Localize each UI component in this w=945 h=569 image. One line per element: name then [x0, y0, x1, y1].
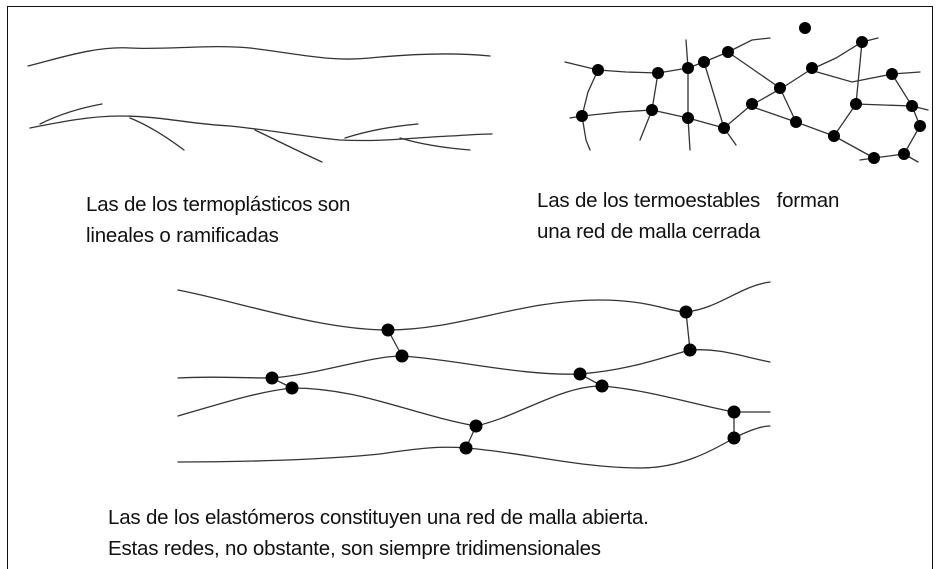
crosslink-node — [679, 305, 693, 319]
branch-down-2 — [254, 129, 323, 163]
crosslink-node — [906, 100, 918, 112]
crosslink-node — [469, 419, 483, 433]
thermoplastic-caption: Las de los termoplásticos son lineales o… — [86, 189, 350, 251]
crosslink-node — [683, 343, 697, 357]
crosslink-node — [790, 116, 802, 128]
crosslink-node — [868, 152, 880, 164]
crosslink-node — [856, 36, 868, 48]
crosslink-node — [828, 130, 840, 142]
thermoset-caption: Las de los termoestables forman una red … — [537, 185, 839, 247]
elastomer-caption-line1: Las de los elastómeros constituyen una r… — [108, 506, 649, 529]
thermoplastic-caption-line2: lineales o ramificadas — [86, 224, 279, 247]
thermoplastic-caption-line1: Las de los termoplásticos son — [86, 193, 351, 216]
crosslink-node — [850, 98, 862, 110]
thermoset-network — [564, 22, 929, 164]
mesh-chain — [859, 73, 921, 161]
mesh-chain — [727, 51, 835, 137]
crosslink-node — [774, 82, 786, 94]
crosslink-node — [698, 56, 710, 68]
elastomer-chain-2 — [177, 349, 771, 379]
mesh-chain — [703, 61, 737, 146]
crosslink-node — [395, 349, 409, 363]
crosslink-node — [898, 148, 910, 160]
crosslink-node — [652, 67, 664, 79]
crosslink-node — [727, 431, 741, 445]
mesh-chain — [581, 69, 599, 151]
crosslink-node — [806, 62, 818, 74]
crosslink-node — [682, 112, 694, 124]
branch-down-1 — [129, 117, 185, 151]
crosslink-node — [746, 98, 758, 110]
crosslink-node — [722, 46, 734, 58]
thermoset-caption-line1: Las de los termoestables forman — [537, 189, 840, 212]
diagram-border — [7, 6, 933, 569]
crosslink-node — [285, 381, 299, 395]
thermoset-caption-line2: una red de malla cerrada — [537, 220, 761, 243]
mesh-chain — [809, 69, 921, 83]
elastomer-chain-1 — [177, 281, 771, 331]
mesh-chain — [855, 103, 913, 107]
crosslink-node — [682, 62, 694, 74]
elastomer-caption: Las de los elastómeros constituyen una r… — [108, 502, 649, 564]
crosslink-node — [727, 405, 741, 419]
crosslink-node — [799, 22, 811, 34]
branch-up-right — [344, 123, 419, 139]
branch-down-right — [399, 137, 471, 151]
crosslink-node — [573, 367, 587, 381]
crosslink-node — [914, 120, 926, 132]
crosslink-node — [595, 379, 609, 393]
crosslink-node — [718, 122, 730, 134]
mesh-chain — [749, 105, 797, 123]
elastomer-caption-line2: Estas redes, no obstante, son siempre tr… — [108, 537, 601, 560]
linear-chain — [27, 45, 491, 67]
crosslink-node — [381, 323, 395, 337]
crosslink-node — [459, 441, 473, 455]
mesh-chain — [833, 135, 875, 159]
mesh-chain — [685, 39, 691, 151]
crosslink-node — [592, 64, 604, 76]
thermoplastic-chains — [27, 45, 493, 163]
crosslink-node — [646, 104, 658, 116]
branch-upper-left — [39, 103, 103, 125]
crosslink-node — [265, 371, 279, 385]
mesh-chain — [809, 37, 879, 71]
elastomer-chain-4 — [177, 425, 771, 469]
crosslink-node — [886, 68, 898, 80]
crosslink-node — [576, 110, 588, 122]
branched-chain-main — [29, 115, 493, 142]
elastomer-network — [177, 281, 771, 469]
